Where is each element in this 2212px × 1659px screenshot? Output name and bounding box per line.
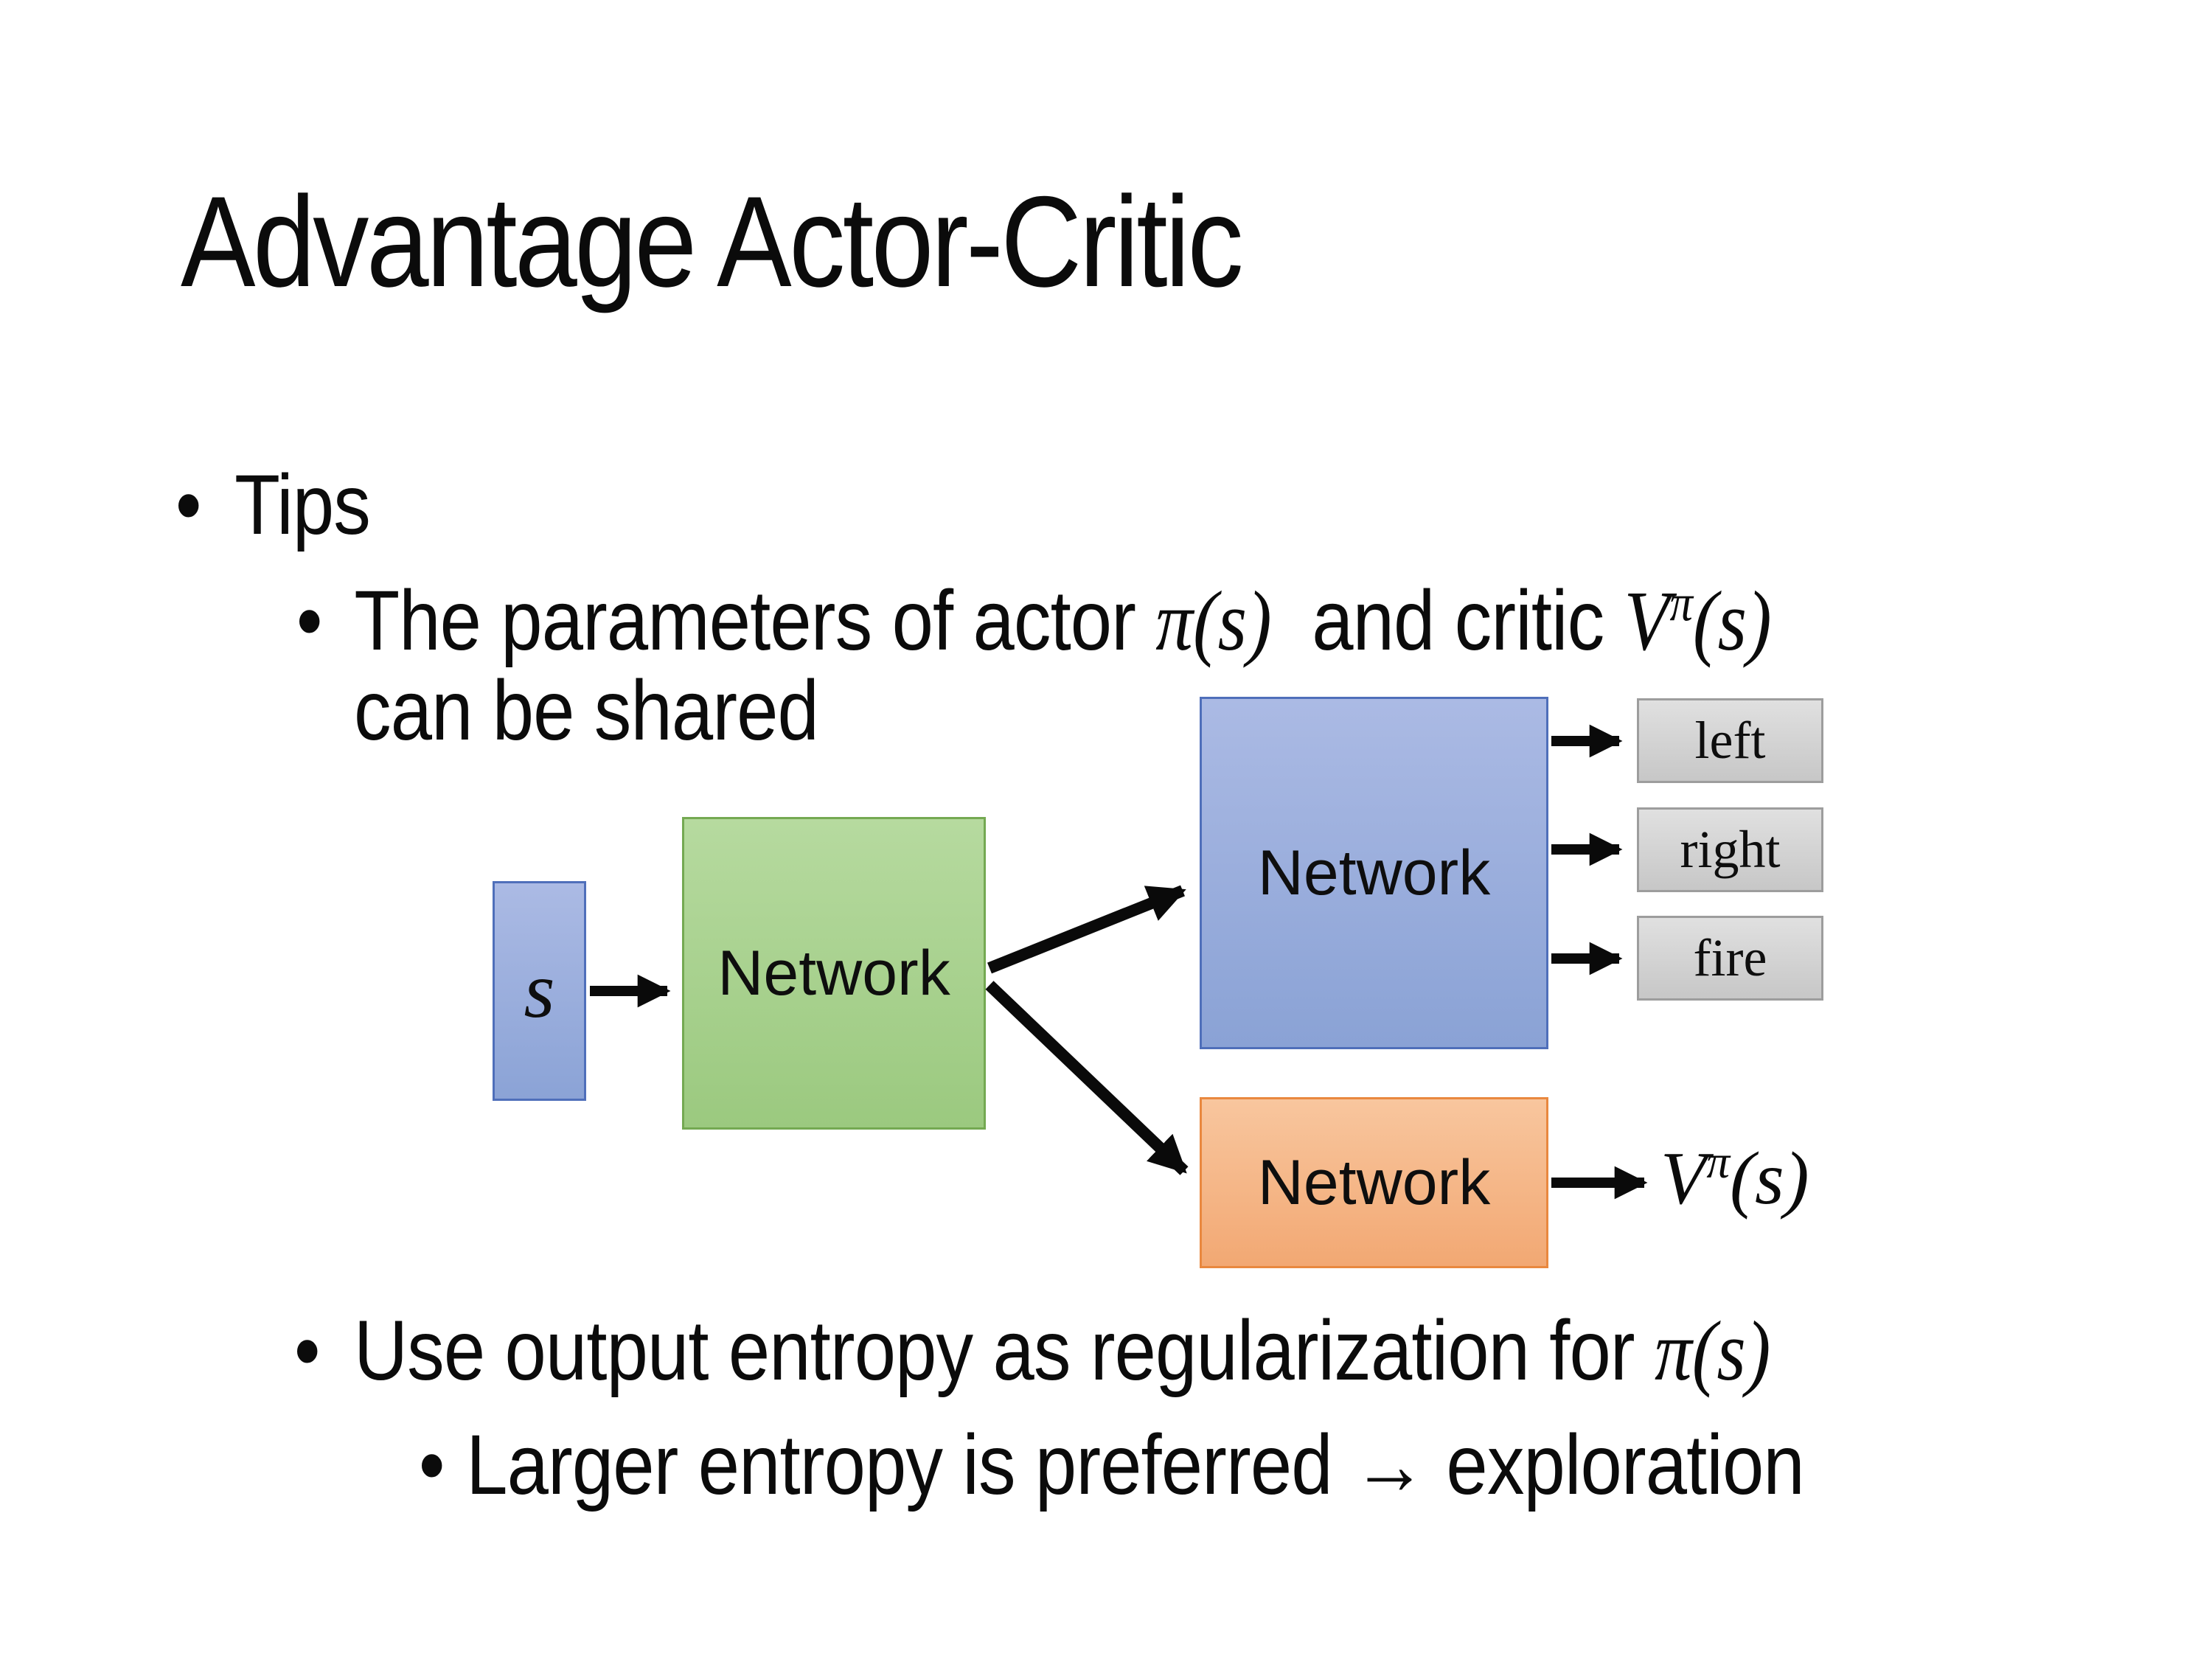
bullet-tips-label: Tips <box>234 458 371 552</box>
bullet-dot: • <box>296 574 322 668</box>
state-label: s <box>524 947 555 1034</box>
parameters-text-line2: can be shared <box>354 664 819 758</box>
shared-network-label: Network <box>717 937 950 1009</box>
shared-network-box: Network <box>682 817 986 1130</box>
exploration-text: Larger entropy is preferred → exploratio… <box>466 1418 1804 1512</box>
action-box-left: left <box>1637 698 1823 783</box>
bullet-exploration: •Larger entropy is preferred → explorati… <box>419 1416 1805 1514</box>
entropy-policy-math: π(s) <box>1654 1304 1771 1398</box>
actor-policy-math: π(s) <box>1155 574 1272 668</box>
action-fire-label: fire <box>1693 928 1767 987</box>
parameters-text-mid: and critic <box>1271 574 1624 668</box>
critic-value-math: Vπ(s) <box>1624 574 1772 668</box>
value-output-label: Vπ(s) <box>1660 1136 1809 1220</box>
state-input-box: s <box>493 881 586 1101</box>
bullet-dot: • <box>294 1304 320 1398</box>
arrow-shared-to-critic <box>985 981 1189 1175</box>
critic-network-box: Network <box>1200 1097 1548 1268</box>
slide-title: Advantage Actor-Critic <box>181 170 1244 314</box>
action-right-label: right <box>1680 820 1781 879</box>
parameters-text-pre: The parameters of actor <box>354 574 1156 668</box>
entropy-text-pre: Use output entropy as regularization for <box>353 1304 1655 1398</box>
action-box-right: right <box>1637 807 1823 892</box>
bullet-tips: • Tips <box>175 456 371 554</box>
critic-network-label: Network <box>1257 1147 1491 1218</box>
bullet-parameters-line2: can be shared <box>354 662 819 759</box>
action-box-fire: fire <box>1637 916 1823 1001</box>
actor-network-label: Network <box>1257 837 1491 908</box>
bullet-parameters-line1: • The parameters of actor π(s) and critic… <box>296 572 1772 670</box>
bullet-entropy: • Use output entropy as regularization fo… <box>294 1302 1770 1400</box>
bullet-dot: • <box>419 1418 445 1512</box>
action-left-label: left <box>1694 711 1766 770</box>
actor-network-box: Network <box>1200 697 1548 1049</box>
bullet-dot: • <box>175 458 201 552</box>
arrow-shared-to-actor <box>987 885 1186 974</box>
